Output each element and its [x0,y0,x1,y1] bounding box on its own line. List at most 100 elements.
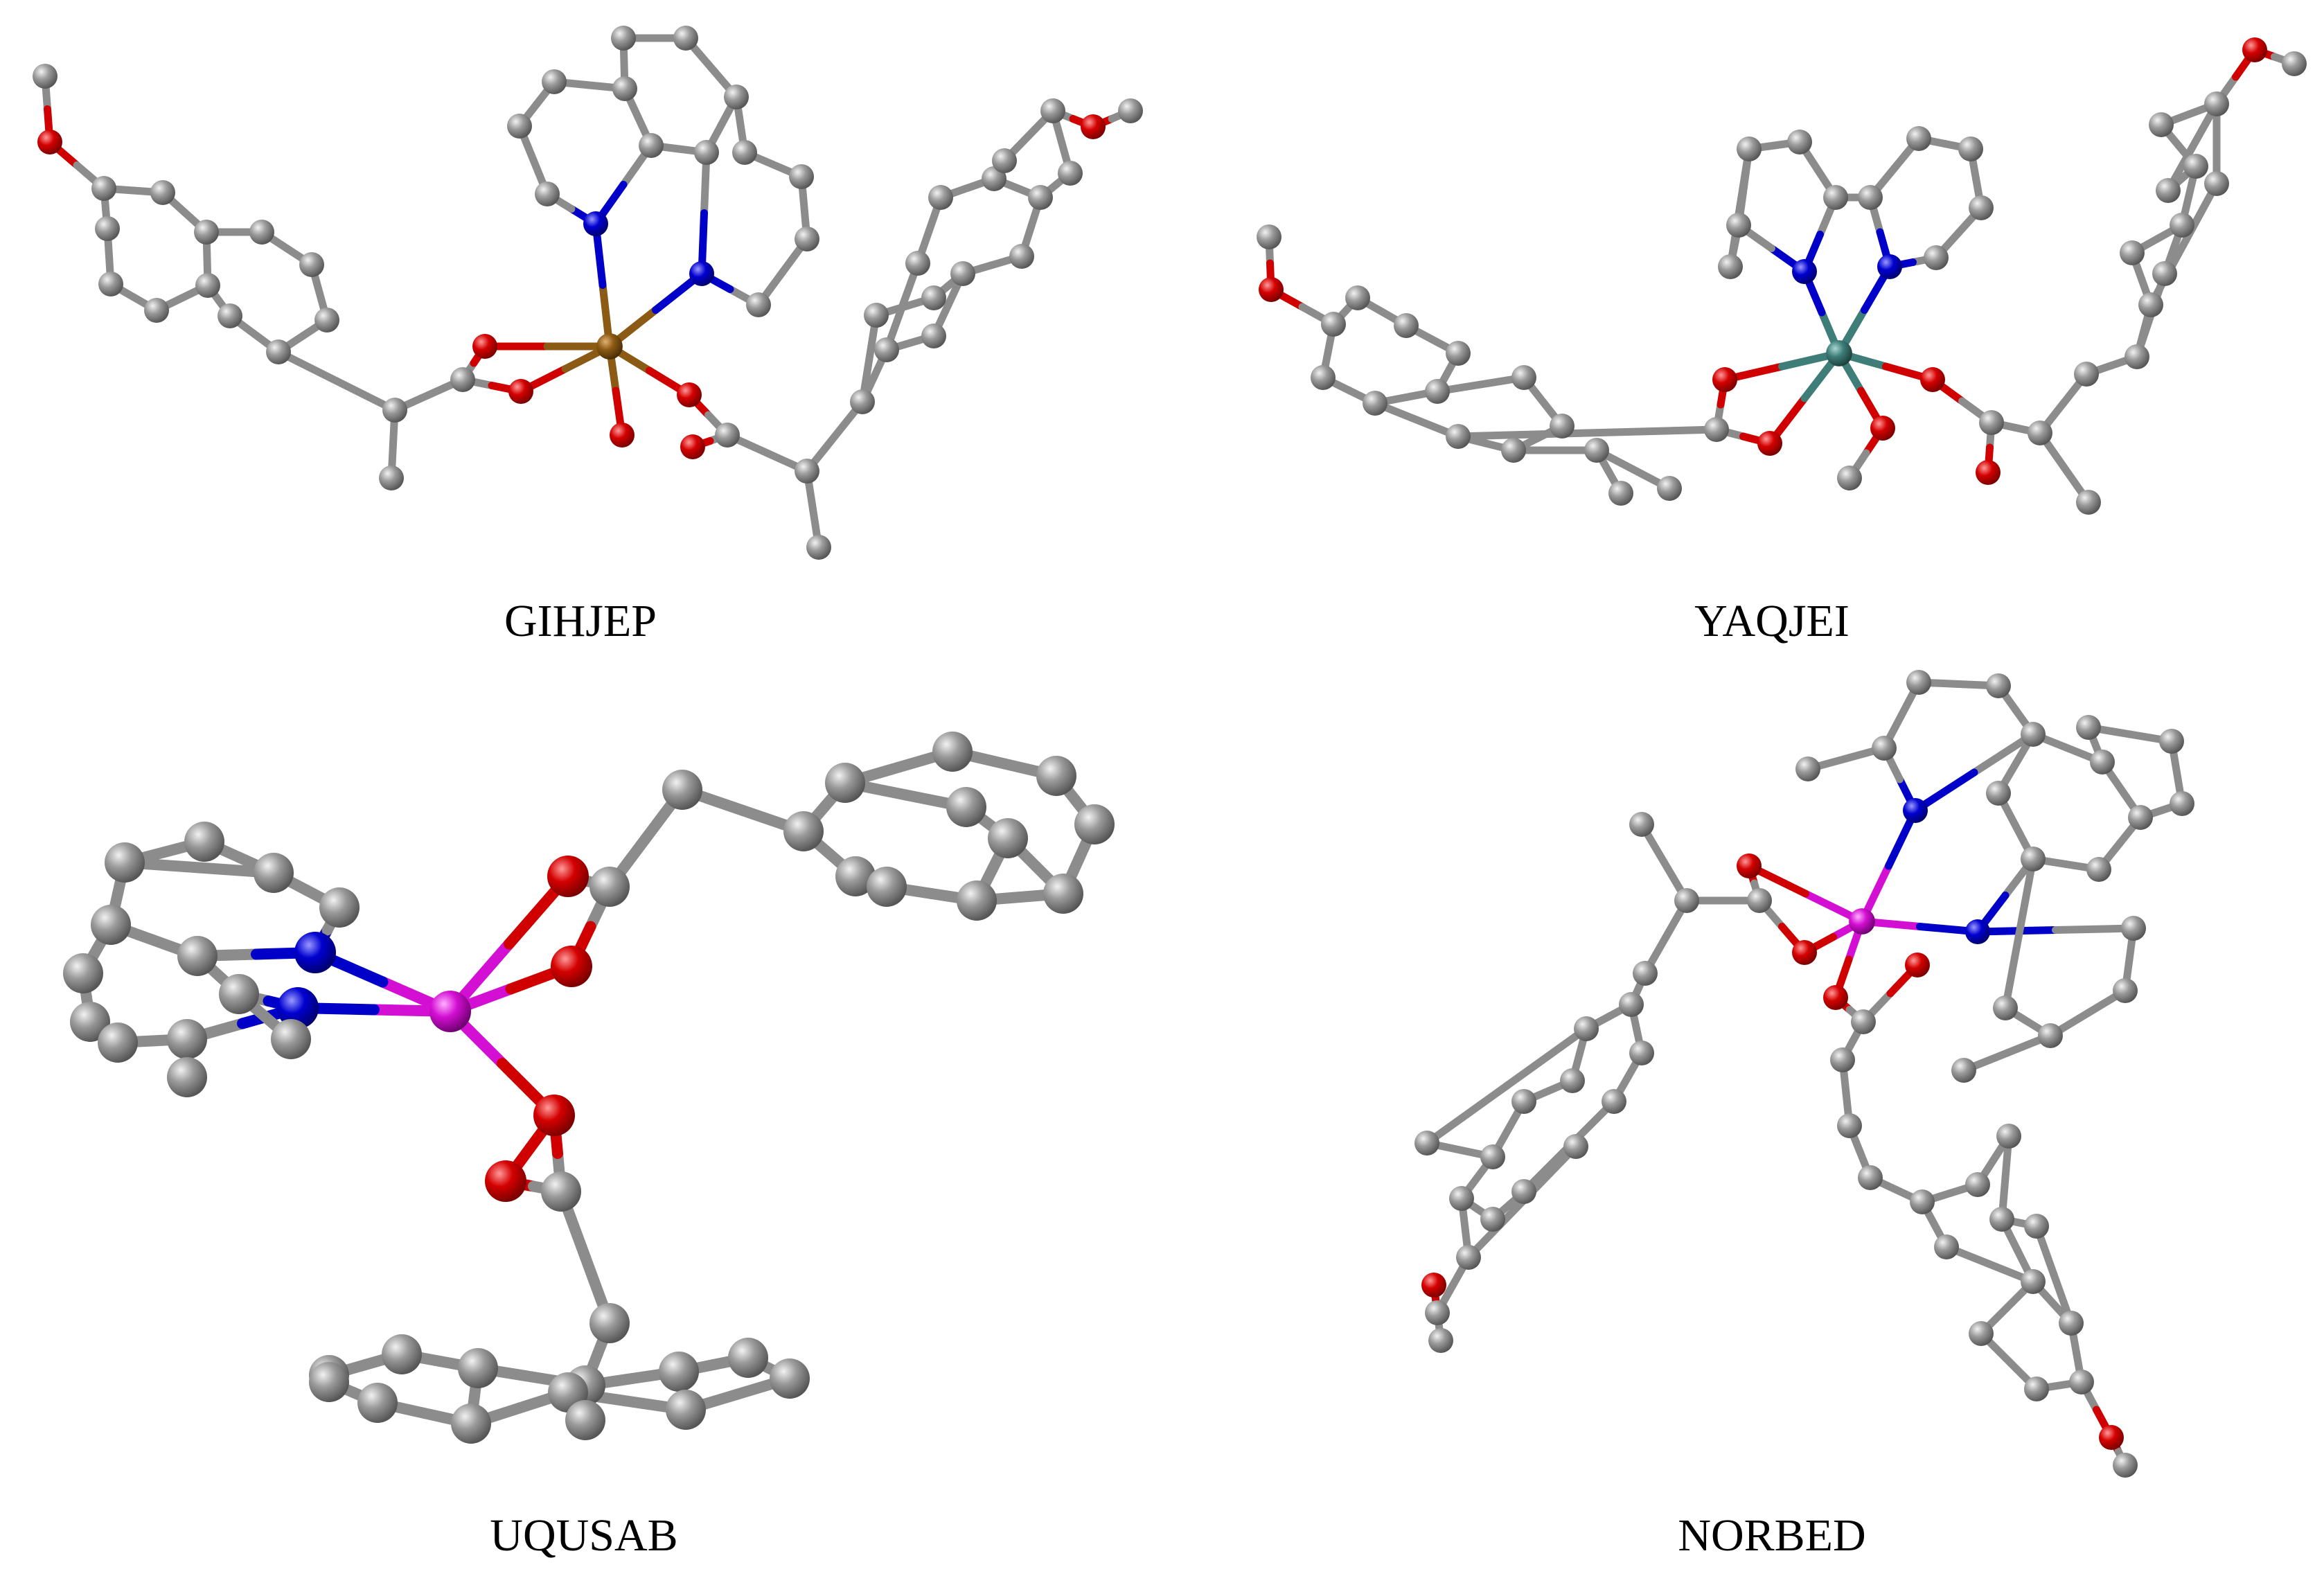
carbon-atom [1058,161,1083,186]
carbon-atom [2152,261,2177,286]
carbon-atom [451,1404,491,1444]
carbon-atom [1633,961,1658,986]
carbon-atom [673,26,698,51]
carbon-atom [867,867,907,907]
carbon-atom [98,1022,138,1063]
carbon-atom [1958,136,1983,161]
carbon-atom [150,180,175,205]
carbon-atom [770,1358,810,1399]
carbon-atom [1906,126,1931,151]
nitrogen-atom [689,261,714,286]
bond [2001,930,2023,1012]
carbon-atom [2170,213,2194,238]
bond [1584,425,1721,437]
carbon-atom [194,220,219,245]
carbon-atom [2170,791,2194,816]
carbon-atom [783,811,824,851]
carbon-atom [357,1383,398,1423]
carbon-atom [850,389,875,414]
carbon-atom [1425,1300,1450,1325]
carbon-atom [928,185,953,210]
nitrogen-atom [1965,919,1990,944]
oxygen-atom [37,130,62,154]
carbon-atom [1456,1245,1481,1270]
carbon-atom [1737,136,1762,161]
bond [1502,1025,1590,1090]
oxygen-atom [1905,953,1930,977]
carbon-atom [1501,438,1526,463]
carbon-atom [2113,978,2138,1003]
carbon-atom [662,770,702,810]
carbon-atom [2021,847,2046,871]
oxygen-atom [547,856,589,897]
carbon-atom [314,308,339,333]
nitrogen-atom [1792,259,1817,284]
carbon-atom [957,880,997,921]
carbon-atom [715,423,740,448]
carbon-atom [2086,857,2111,882]
carbon-atom [2125,344,2149,369]
metal-atom [596,333,623,360]
oxygen-atom [1792,940,1817,965]
label-norbed: NORBED [1678,1510,1865,1561]
bond [2052,924,2138,934]
carbon-atom [195,273,220,298]
carbon-atom [382,398,407,423]
carbon-atom [611,26,636,51]
carbon-atom [932,732,973,772]
carbon-atom [1830,1047,1855,1072]
carbon-atom [1257,224,1281,249]
panel-norbed [1414,670,2194,1478]
carbon-atom [2113,1453,2138,1478]
oxygen-atom [1421,1273,1446,1298]
oxygen-atom [680,434,705,459]
nitrogen-atom [583,211,608,236]
carbon-atom [1910,1189,1935,1214]
carbon-atom [1858,1165,1883,1190]
carbon-atom [1969,195,1994,220]
nitrogen-atom [1903,798,1928,823]
carbon-atom [249,220,274,245]
carbon-atom [254,853,294,893]
carbon-atom [1394,313,1419,338]
carbon-atom [905,251,930,276]
metal-atom [1849,908,1875,935]
carbon-atom [1858,185,1883,210]
carbon-atom [2121,916,2146,941]
carbon-atom [639,133,664,158]
carbon-atom [319,887,360,928]
carbon-atom [91,176,116,201]
carbon-atom [266,339,291,364]
carbon-atom [184,822,224,862]
carbon-atom [379,466,404,490]
carbon-atom [1425,379,1450,404]
oxygen-atom [677,382,702,407]
carbon-atom [105,842,145,883]
carbon-atom [1563,1134,1588,1159]
carbon-atom [1989,1207,2014,1232]
nitrogen-atom [277,987,319,1029]
carbon-atom [2076,490,2101,515]
oxygen-atom [551,946,592,987]
carbon-atom [992,148,1017,173]
carbon-atom [1511,365,1536,390]
carbon-atom [1608,481,1633,506]
carbon-atom [1629,1041,1654,1065]
carbon-atom [1074,804,1115,844]
carbon-atom [33,64,57,89]
carbon-atom [2021,1269,2046,1294]
carbon-atom [724,85,749,109]
oxygen-atom [485,1160,526,1202]
carbon-atom [2204,91,2229,116]
bond [2015,855,2037,937]
carbon-atom [1872,736,1897,761]
carbon-atom [795,459,819,484]
carbon-atom [2024,1376,2049,1401]
carbon-atom [2028,420,2052,445]
carbon-atom [63,953,103,993]
carbon-atom [1704,417,1729,442]
carbon-atom [1986,673,2011,698]
carbon-atom [835,856,876,896]
carbon-atom [1560,1068,1585,1093]
carbon-atom [1837,1113,1862,1138]
